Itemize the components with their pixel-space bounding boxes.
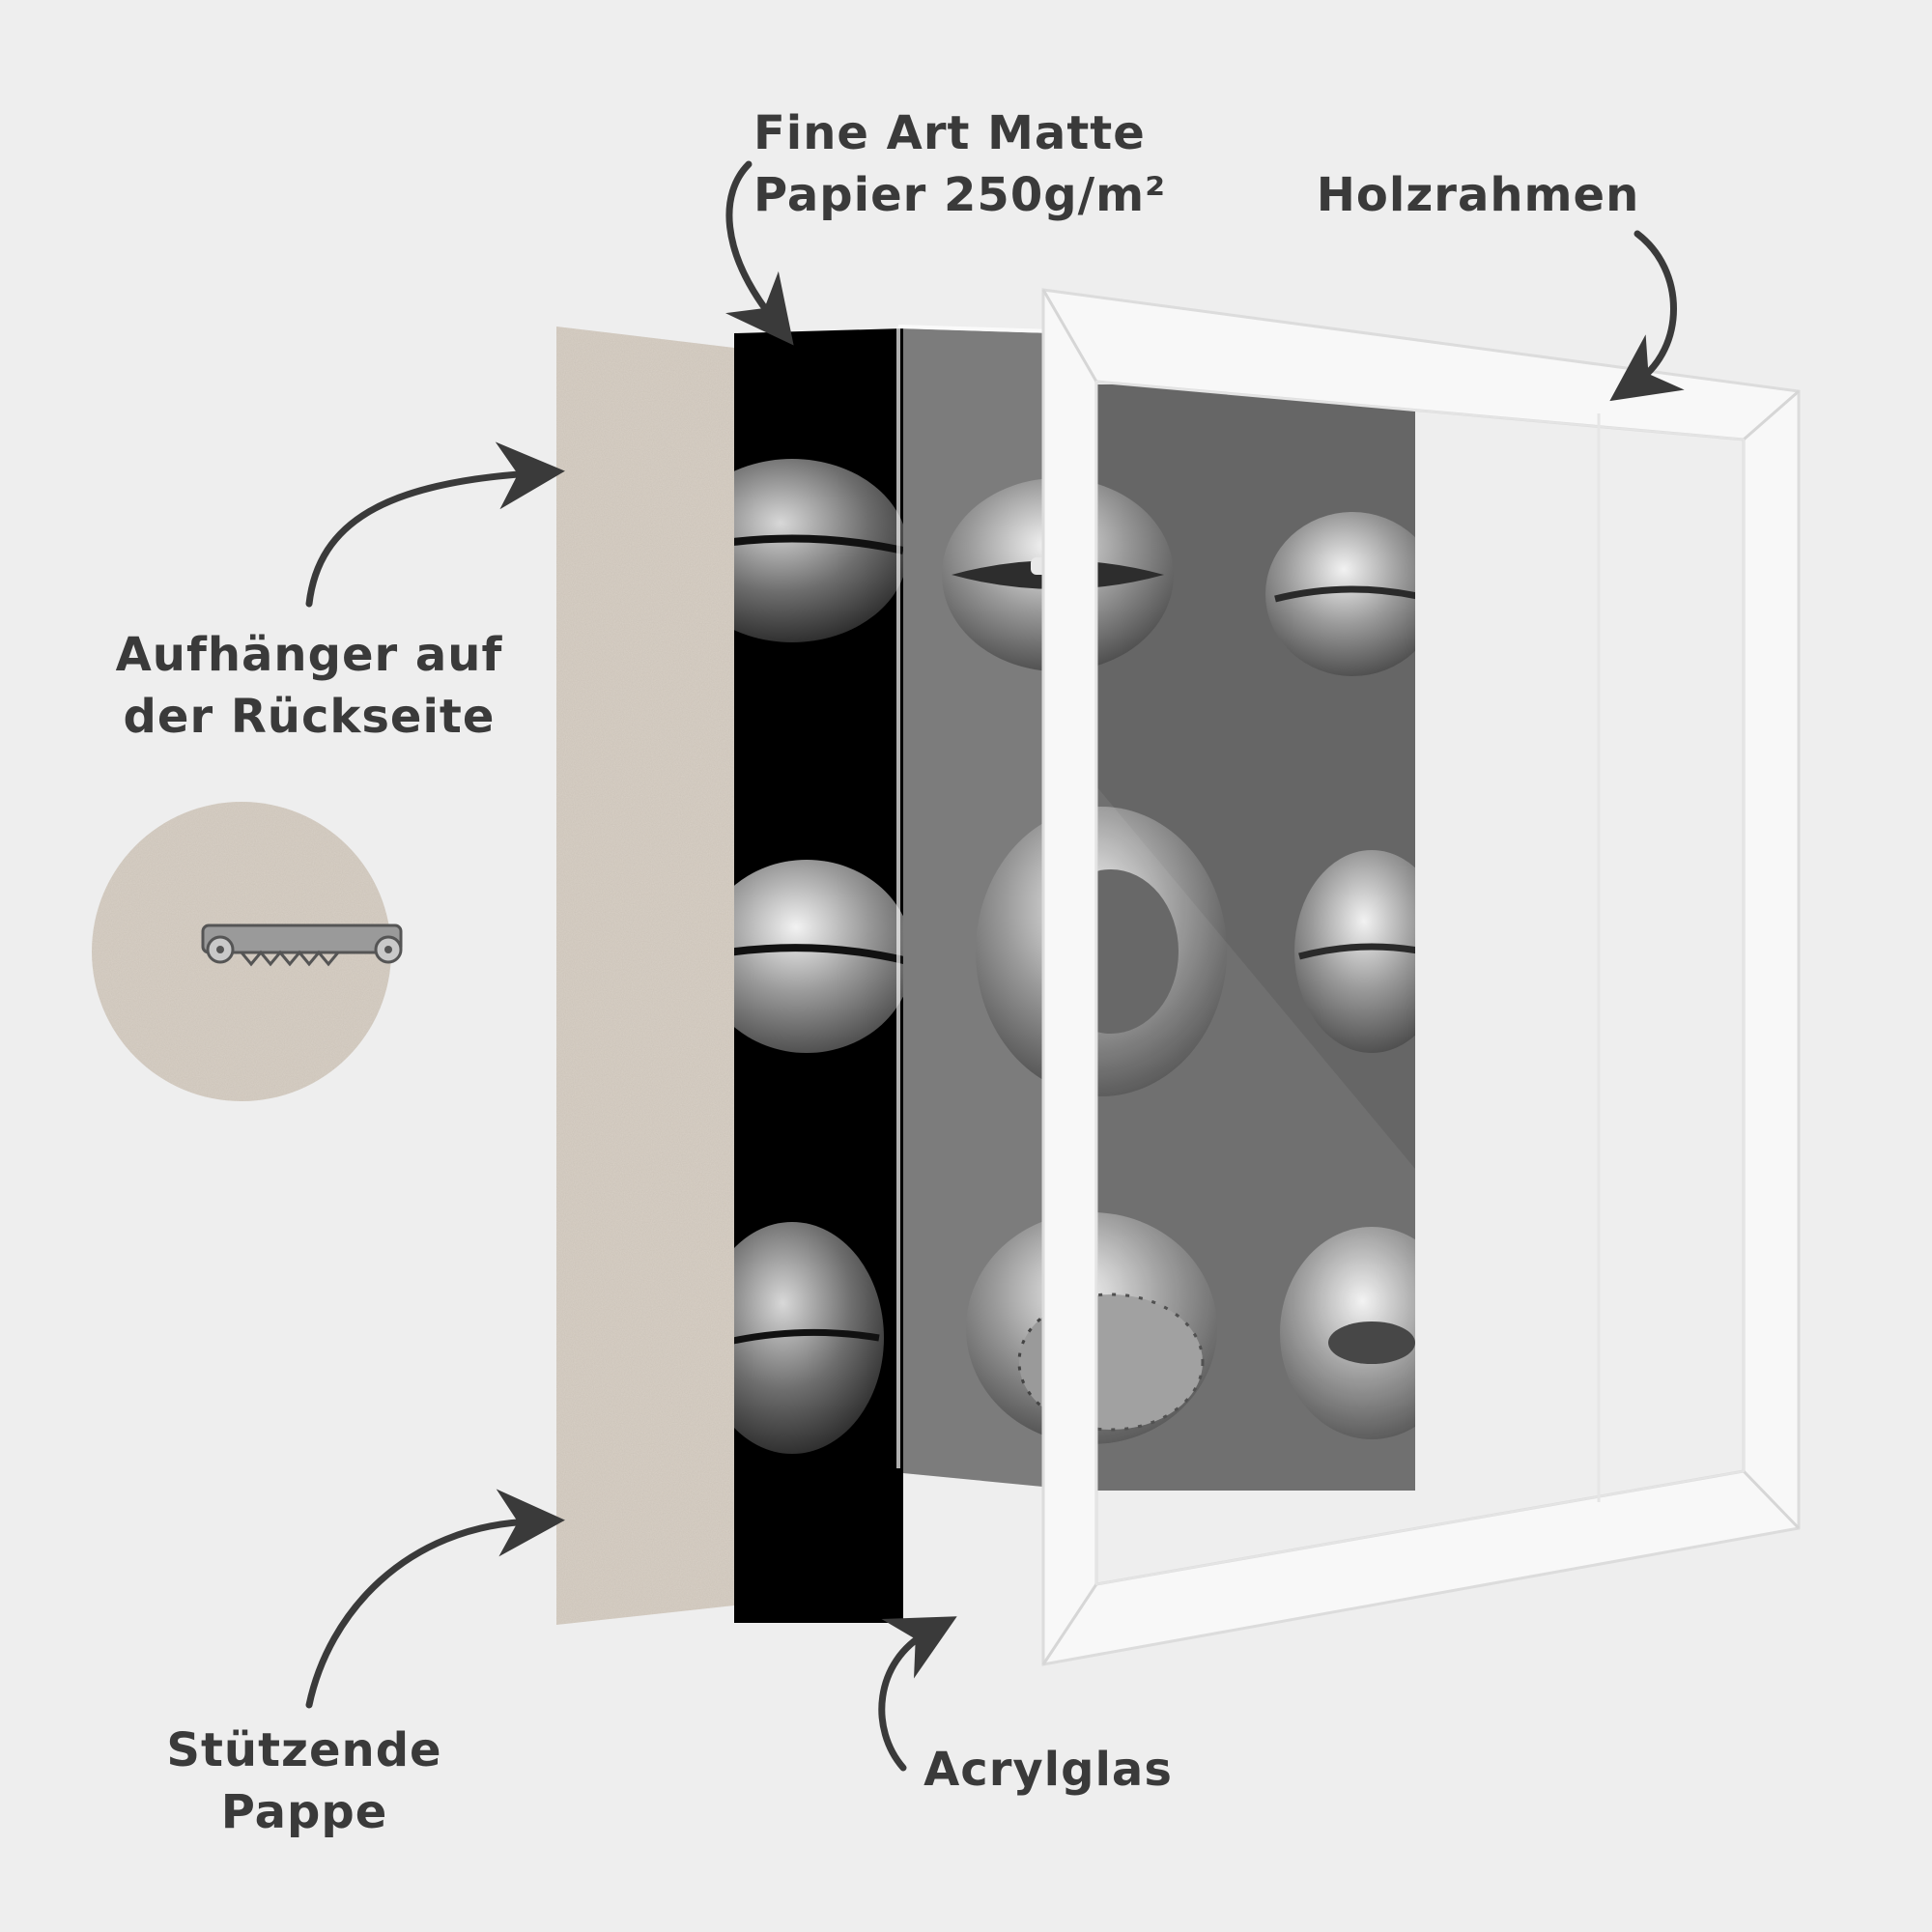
lips-poster-2 — [1265, 512, 1415, 676]
sawtooth-hanger-icon — [201, 923, 403, 967]
arrow-cardboard-icon — [305, 1489, 565, 1709]
label-hanger-line-2: der Rückseite — [123, 690, 496, 744]
label-cardboard-line-2: Pappe — [220, 1785, 388, 1839]
arrow-frame-icon — [1609, 230, 1685, 402]
arrow-paper-icon — [724, 160, 794, 346]
lips-poster-6 — [1280, 1227, 1415, 1439]
cardboard-backing — [556, 327, 734, 1625]
label-acrylic: Acrylglas — [889, 1739, 1208, 1801]
label-hanger-line-1: Aufhänger auf — [115, 628, 503, 682]
arrow-acrylic-icon — [878, 1616, 957, 1772]
lips-poster-4 — [1294, 850, 1415, 1053]
lips-print-1 — [734, 459, 903, 642]
label-paper: Fine Art Matte Papier 250g/m² — [753, 102, 1217, 226]
fine-art-print — [734, 328, 903, 1623]
poster-artwork — [942, 384, 1415, 1491]
lips-print-3 — [734, 1222, 884, 1454]
label-frame-text: Holzrahmen — [1316, 168, 1640, 222]
label-acrylic-text: Acrylglas — [923, 1743, 1173, 1797]
arrows — [305, 160, 1685, 1772]
label-paper-line-1: Fine Art Matte — [753, 106, 1146, 160]
arrow-hanger-icon — [305, 441, 565, 608]
wooden-frame — [1041, 288, 1801, 1666]
label-cardboard-line-1: Stützende — [166, 1723, 442, 1777]
label-cardboard: Stützende Pappe — [116, 1719, 493, 1843]
hanger-detail — [92, 802, 403, 1101]
lips-print-2 — [734, 860, 903, 1053]
label-hanger: Aufhänger auf der Rückseite — [97, 624, 522, 748]
label-frame: Holzrahmen — [1285, 164, 1671, 226]
label-paper-line-2: Papier 250g/m² — [753, 168, 1167, 222]
